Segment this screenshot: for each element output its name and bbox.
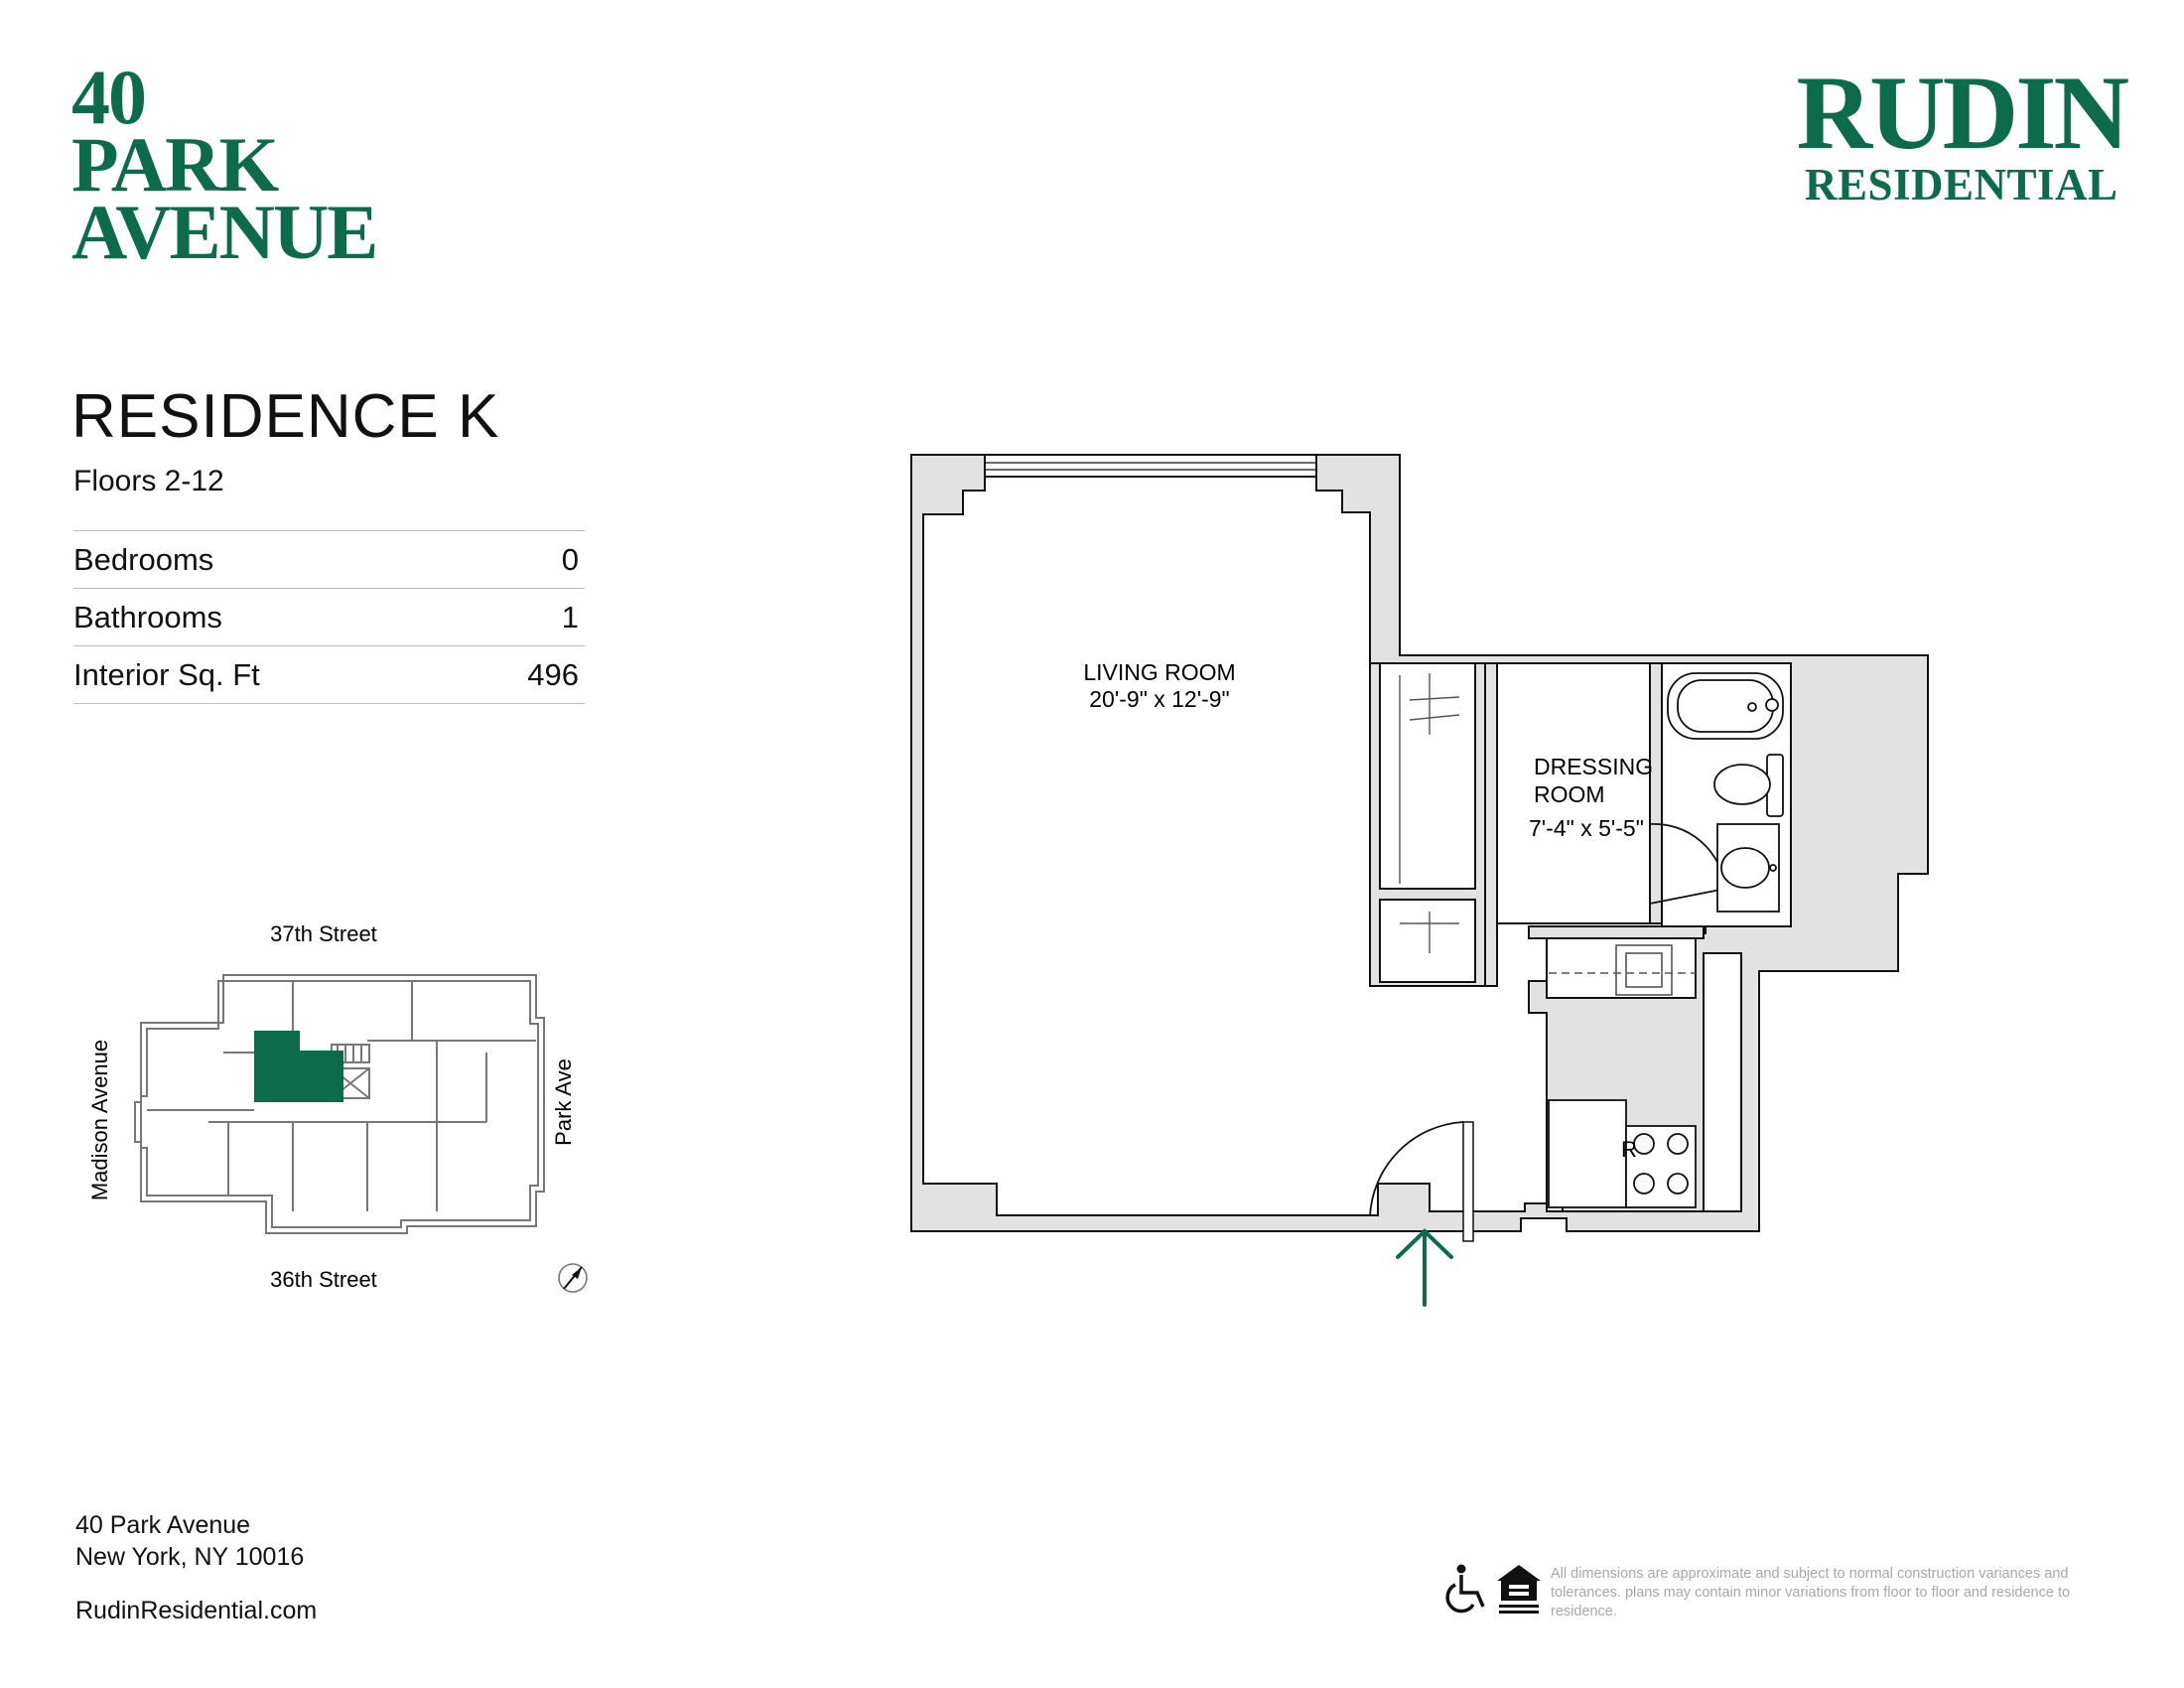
entry-arrow-icon — [1396, 1228, 1453, 1307]
kitchen-appliances — [1548, 1099, 1697, 1208]
building-logo-line2: PARK — [71, 121, 279, 208]
spec-value: 1 — [561, 600, 579, 634]
key-plan-unit-highlight — [254, 1031, 343, 1102]
address-line1: 40 Park Avenue — [75, 1511, 251, 1539]
residence-floors: Floors 2-12 — [73, 465, 224, 497]
key-plan-building — [134, 974, 545, 1234]
living-room-dims: 20'-9" x 12'-9" — [1089, 686, 1229, 712]
disclaimer: All dimensions are approximate and subje… — [1551, 1566, 2071, 1619]
equal-housing-icon — [1497, 1565, 1541, 1614]
kitchen-fixtures — [1549, 944, 1696, 996]
bath-fixtures — [1667, 672, 1784, 913]
brand-logo-subtitle: RESIDENTIAL — [1804, 160, 2118, 210]
refrigerator-label: R — [1621, 1137, 1637, 1162]
address-line2: New York, NY 10016 — [75, 1543, 305, 1571]
spec-row-bedrooms: Bedrooms 0 — [73, 531, 585, 589]
building-logo-line3: AVENUE — [71, 189, 378, 275]
compliance-icons — [1445, 1564, 1541, 1614]
key-plan-top-street: 37th Street — [270, 921, 377, 946]
spec-value: 496 — [527, 657, 579, 692]
spec-table: Bedrooms 0 Bathrooms 1 Interior Sq. Ft 4… — [73, 530, 585, 704]
brand-logo: RUDIN RESIDENTIAL — [1796, 55, 2129, 210]
floor-plan: LIVING ROOM 20'-9" x 12'-9" DRESSING ROO… — [910, 454, 1929, 1307]
spec-row-bathrooms: Bathrooms 1 — [73, 589, 585, 646]
dressing-room-label-line2: ROOM — [1534, 781, 1605, 807]
key-plan-left-street: Madison Avenue — [87, 1040, 112, 1200]
dressing-room-dims: 7'-4" x 5'-5" — [1529, 815, 1644, 841]
key-plan-right-street: Park Ave — [551, 1058, 576, 1146]
spec-label: Interior Sq. Ft — [73, 657, 260, 692]
closet-fixtures — [1399, 673, 1460, 953]
spec-row-sqft: Interior Sq. Ft 496 — [73, 646, 585, 704]
dressing-room-label-line1: DRESSING — [1534, 754, 1653, 779]
window — [984, 454, 1317, 478]
accessibility-icon — [1445, 1564, 1485, 1614]
address-block: 40 Park Avenue New York, NY 10016 — [75, 1509, 304, 1573]
building-logo: 40 PARK AVENUE — [71, 54, 378, 275]
key-plan: 37th Street 36th Street Madison Avenue P… — [87, 921, 588, 1293]
living-room-label: LIVING ROOM — [1083, 659, 1235, 685]
brand-logo-name: RUDIN — [1796, 55, 2129, 171]
building-logo-line1: 40 — [71, 54, 147, 140]
spec-value: 0 — [561, 542, 579, 577]
spec-label: Bathrooms — [73, 600, 222, 634]
spec-label: Bedrooms — [73, 542, 214, 577]
entry-door — [1369, 1121, 1474, 1242]
website-link[interactable]: RudinResidential.com — [75, 1597, 318, 1624]
north-compass-icon — [558, 1263, 588, 1293]
key-plan-bottom-street: 36th Street — [270, 1267, 377, 1292]
residence-title: RESIDENCE K — [71, 382, 500, 451]
